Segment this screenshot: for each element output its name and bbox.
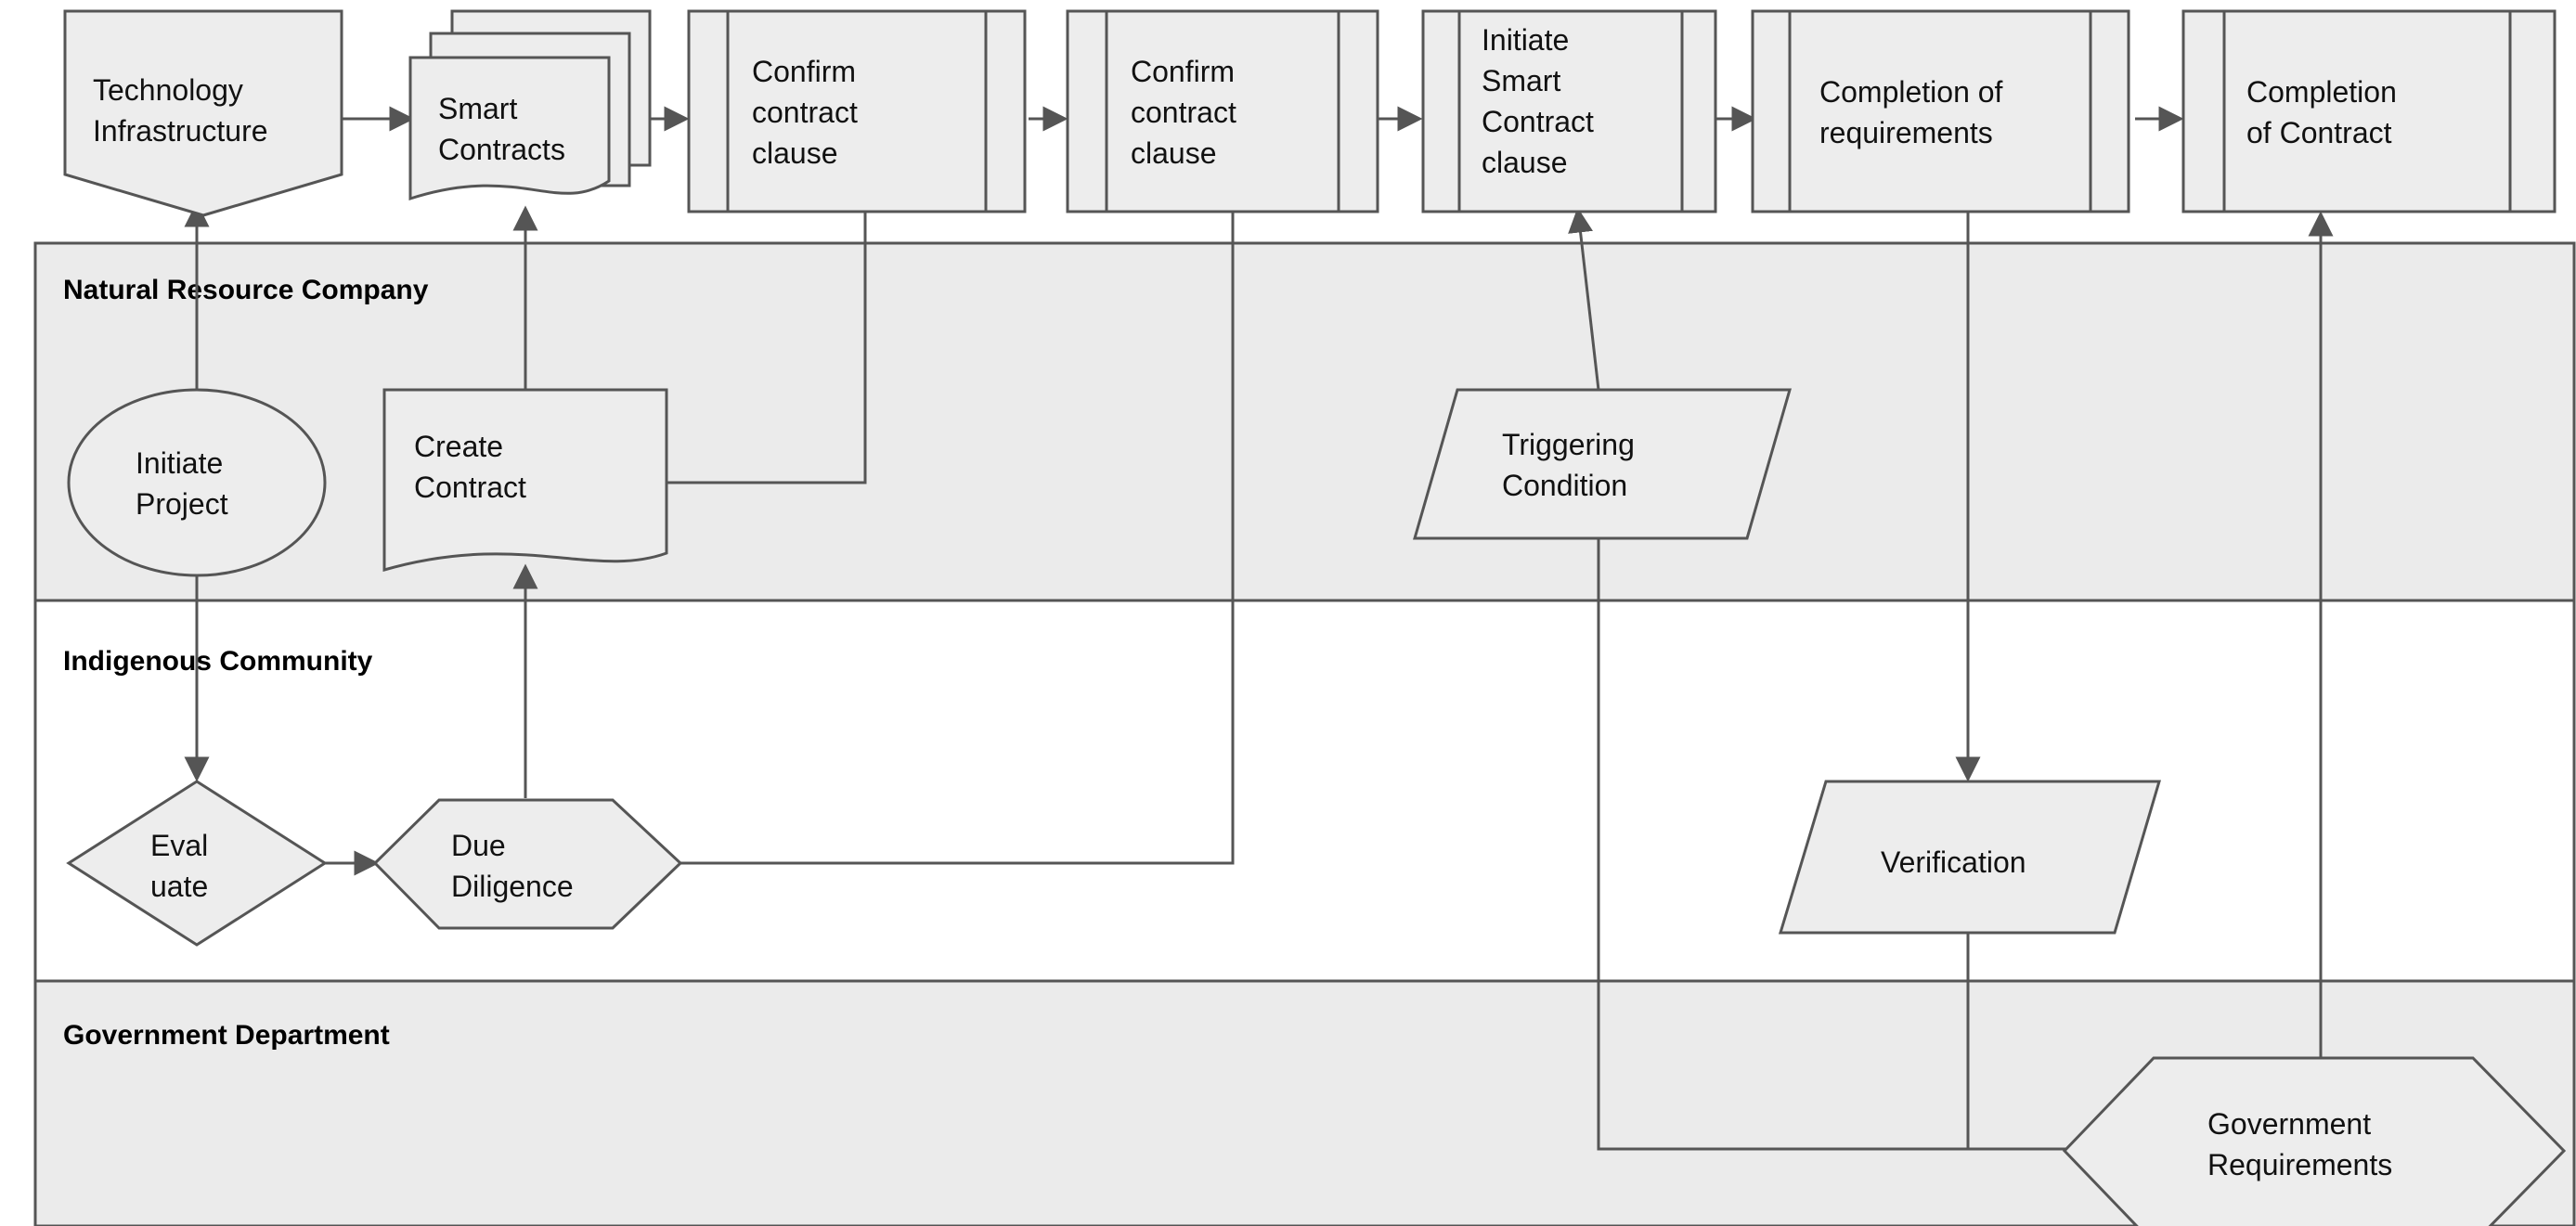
node-label-triggering-condition-line2: Condition — [1502, 469, 1627, 502]
node-label-smart-contracts-line2: Contracts — [438, 133, 565, 166]
node-verification[interactable]: Verification — [1778, 780, 2162, 935]
swimlane-label-indigenous-community: Indigenous Community — [63, 646, 373, 677]
edge-create-contract-to-confirm-clause-1 — [667, 212, 867, 484]
node-label-technology-infrastructure-line1: Technology — [93, 73, 243, 107]
node-label-confirm-clause-1-line1: Confirm — [752, 55, 856, 88]
node-technology-infrastructure[interactable]: Technology Infrastructure — [63, 9, 343, 217]
node-label-evaluate-line1: Eval — [150, 829, 208, 862]
node-label-initiate-smart-contract-clause-line1: Initiate — [1482, 23, 1569, 57]
node-label-completion-of-requirements-line2: requirements — [1819, 116, 1993, 149]
node-label-initiate-project-line2: Project — [136, 487, 228, 521]
node-smart-contracts[interactable]: Smart Contracts — [408, 9, 652, 201]
node-label-technology-infrastructure-line2: Infrastructure — [93, 114, 268, 148]
node-label-create-contract-line1: Create — [414, 430, 503, 463]
node-confirm-contract-clause-2[interactable]: Confirm contract clause — [1066, 9, 1379, 213]
swimlane-label-natural-resource-company: Natural Resource Company — [63, 275, 429, 305]
node-label-government-requirements-line1: Government — [2207, 1107, 2371, 1141]
node-completion-of-contract[interactable]: Completion of Contract — [2181, 9, 2557, 213]
node-confirm-contract-clause-1[interactable]: Confirm contract clause — [687, 9, 1027, 213]
node-label-initiate-smart-contract-clause-line3: Contract — [1482, 105, 1594, 138]
node-label-due-diligence-line2: Diligence — [451, 870, 574, 903]
edge-triggering-condition-to-initiate-smart-contract-clause — [1568, 207, 1600, 391]
node-create-contract[interactable]: Create Contract — [382, 388, 668, 572]
node-label-initiate-smart-contract-clause-line2: Smart — [1482, 64, 1560, 97]
node-label-completion-of-requirements-line1: Completion of — [1819, 75, 2003, 109]
node-label-verification-line1: Verification — [1881, 845, 2026, 879]
node-label-completion-of-contract-line1: Completion — [2246, 75, 2397, 109]
node-initiate-smart-contract-clause[interactable]: Initiate Smart Contract clause — [1421, 9, 1717, 213]
node-label-initiate-smart-contract-clause-line4: clause — [1482, 146, 1568, 179]
edge-government-requirements-to-triggering-condition — [1597, 520, 2089, 1151]
node-triggering-condition[interactable]: Triggering Condition — [1413, 388, 1792, 540]
node-initiate-project[interactable]: Initiate Project — [67, 388, 327, 577]
node-label-create-contract-line2: Contract — [414, 471, 526, 504]
node-label-smart-contracts-line1: Smart — [438, 92, 517, 125]
node-label-confirm-clause-1-line3: clause — [752, 136, 838, 170]
node-label-confirm-clause-2-line3: clause — [1131, 136, 1217, 170]
node-label-government-requirements-line2: Requirements — [2207, 1148, 2392, 1181]
lane-borders — [33, 241, 2576, 1226]
swimlane-label-government-department: Government Department — [63, 1020, 390, 1051]
node-evaluate[interactable]: Eval uate — [66, 780, 328, 947]
node-government-requirements[interactable]: Government Requirements — [2062, 1056, 2567, 1226]
node-completion-of-requirements[interactable]: Completion of requirements — [1751, 9, 2130, 213]
node-label-due-diligence-line1: Due — [451, 829, 506, 862]
edge-due-diligence-to-confirm-clause-2 — [680, 212, 1235, 865]
node-label-confirm-clause-2-line1: Confirm — [1131, 55, 1235, 88]
node-label-evaluate-line2: uate — [150, 870, 208, 903]
node-label-completion-of-contract-line2: of Contract — [2246, 116, 2392, 149]
node-label-confirm-clause-2-line2: contract — [1131, 96, 1236, 129]
node-label-triggering-condition-line1: Triggering — [1502, 428, 1635, 461]
node-label-initiate-project-line1: Initiate — [136, 446, 223, 480]
swimlane-indigenous-community: Indigenous Community — [33, 599, 2576, 983]
node-label-confirm-clause-1-line2: contract — [752, 96, 858, 129]
node-due-diligence[interactable]: Due Diligence — [372, 798, 683, 930]
